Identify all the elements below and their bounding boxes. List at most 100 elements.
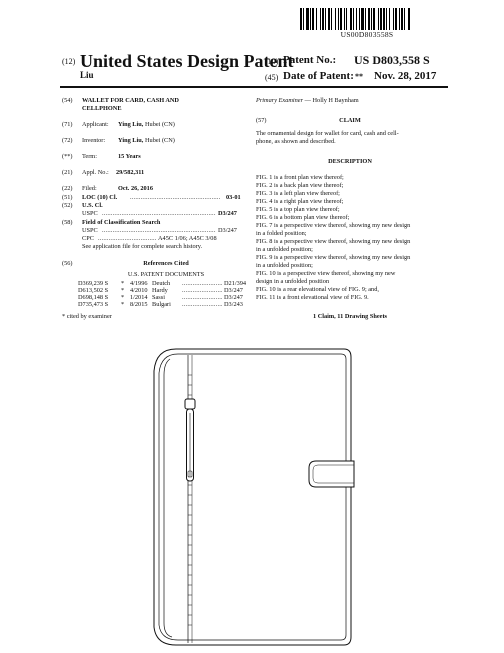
refs-code: (56)	[62, 260, 73, 267]
field-uspc-leader: ........................................…	[102, 227, 216, 234]
reference-number: D369,239 S	[78, 280, 109, 287]
description-line: FIG. 9 is a perspective view thereof, sh…	[256, 254, 411, 261]
description-line: FIG. 11 is a front elevational view of F…	[256, 294, 369, 301]
filed-code: (22)	[62, 185, 73, 192]
description-title: DESCRIPTION	[328, 158, 372, 165]
wallet-stitch-line	[158, 353, 347, 641]
applicant-label: Applicant:	[82, 121, 109, 128]
header-code-12: (12)	[62, 57, 76, 66]
reference-leader: ..............................	[182, 294, 222, 301]
reference-class: D3/247	[224, 287, 243, 294]
description-line: FIG. 8 is a perspective view thereof, sh…	[256, 238, 411, 245]
primary-examiner: Primary Examiner — Holly H Baynham	[256, 97, 359, 105]
reference-row: D735,473 S * 8/2015 Bulgari D3/243..........…	[78, 301, 250, 308]
description-line: FIG. 2 is a back plan view thereof;	[256, 182, 344, 189]
header-code-45: (45)	[265, 73, 279, 82]
inventor-code: (72)	[62, 137, 73, 144]
cpc-leader: ......................................	[98, 235, 156, 242]
reference-date: 1/2014	[130, 294, 148, 301]
claim-code: (57)	[256, 117, 267, 124]
reference-leader: ..............................	[182, 280, 222, 287]
reference-number: D698,148 S	[78, 294, 109, 301]
field-code: (58)	[62, 219, 73, 226]
term-code: (**)	[62, 153, 73, 160]
reference-name: Bulgari	[152, 301, 171, 308]
term-label: Term:	[82, 153, 97, 160]
uspc-leader: ........................................…	[102, 210, 216, 217]
date-of-patent-label: Date of Patent:	[283, 70, 354, 82]
cpc-value: A45C 1/06; A45C 3/08	[158, 235, 217, 242]
barcode	[300, 8, 410, 30]
description-line: FIG. 5 is a top plan view thereof;	[256, 206, 340, 213]
references-title: References Cited	[143, 260, 189, 267]
loc-code: (51)	[62, 194, 73, 201]
date-marker: **	[355, 72, 363, 81]
reference-class: D3/243	[224, 301, 243, 308]
reference-star: *	[121, 287, 125, 294]
wallet-outer-outline	[153, 348, 352, 646]
primary-examiner-name: — Holly H Baynham	[304, 97, 359, 104]
applicant-name: Ying Liu,	[118, 121, 144, 128]
filed-date: Oct. 26, 2016	[118, 185, 153, 192]
invention-title-line2: CELLPHONE	[82, 105, 122, 112]
header-divider	[60, 86, 448, 88]
description-line: FIG. 10 is a perspective view thereof, s…	[256, 270, 396, 277]
patent-title-heading: United States Design Patent	[80, 51, 294, 71]
reference-row: D698,148 S * 1/2014 Sassi D3/247............…	[78, 294, 250, 301]
primary-examiner-label: Primary Examiner	[256, 97, 304, 104]
reference-star: *	[121, 294, 125, 301]
appl-number: 29/582,311	[116, 169, 145, 176]
reference-star: *	[121, 301, 125, 308]
claim-title: CLAIM	[339, 117, 361, 124]
field-uspc-value: D3/247	[218, 227, 237, 234]
appl-code: (21)	[62, 169, 73, 176]
patent-no-label: Patent No.:	[283, 54, 337, 66]
description-line: in a unfolded position;	[256, 262, 313, 269]
cited-by-examiner: * cited by examiner	[62, 313, 112, 320]
reference-leader: ..............................	[182, 287, 222, 294]
reference-leader: ..............................	[182, 301, 222, 308]
reference-date: 4/2010	[130, 287, 148, 294]
search-history-note: See application file for complete search…	[82, 243, 203, 250]
filed-label: Filed:	[82, 185, 97, 192]
description-line: in a folded position;	[256, 230, 307, 237]
header-code-10: (10)	[265, 57, 279, 66]
reference-date: 8/2015	[130, 301, 148, 308]
inventor-label: Inventor:	[82, 137, 106, 144]
description-line: design in a unfolded position	[256, 278, 330, 285]
inventor-location: Hubei (CN)	[145, 137, 175, 144]
uscl-label: U.S. Cl.	[82, 202, 103, 209]
reference-number: D735,473 S	[78, 301, 109, 308]
loc-value: 03-01	[226, 194, 241, 201]
field-label: Field of Classification Search	[82, 219, 161, 226]
date-of-patent: Nov. 28, 2017	[374, 70, 437, 82]
reference-name: Deutch	[152, 280, 171, 287]
header-inventor: Liu	[80, 70, 94, 80]
claims-sheets-summary: 1 Claim, 11 Drawing Sheets	[313, 313, 387, 320]
term-value: 15 Years	[118, 153, 141, 160]
uspc-label: USPC	[82, 210, 98, 217]
loc-label: LOC (10) Cl.	[82, 194, 118, 201]
description-line: FIG. 7 is a perspective view thereof, sh…	[256, 222, 411, 229]
zipper-pull	[184, 398, 196, 482]
reference-number: D613,502 S	[78, 287, 109, 294]
description-line: FIG. 6 is a bottom plan view thereof;	[256, 214, 350, 221]
inventor-name: Ying Liu,	[118, 137, 144, 144]
appl-label: Appl. No.:	[82, 169, 109, 176]
reference-class: D3/247	[224, 294, 243, 301]
description-line: in a unfolded position;	[256, 246, 313, 253]
barcode-number: US00D803558S	[340, 30, 394, 39]
description-list: FIG. 1 is a front plan view thereof;FIG.…	[256, 174, 446, 302]
reference-class: D21/394	[224, 280, 247, 287]
description-line: FIG. 3 is a left plan view thereof;	[256, 190, 340, 197]
cpc-label: CPC	[82, 235, 94, 242]
reference-name: Sassi	[152, 294, 165, 301]
applicant-code: (71)	[62, 121, 73, 128]
loc-leader: ........................................…	[130, 194, 220, 201]
uscl-code: (52)	[62, 202, 73, 209]
wallet-strap	[308, 460, 355, 488]
references-subtitle: U.S. PATENT DOCUMENTS	[127, 271, 205, 278]
patent-number: US D803,558 S	[354, 53, 430, 67]
